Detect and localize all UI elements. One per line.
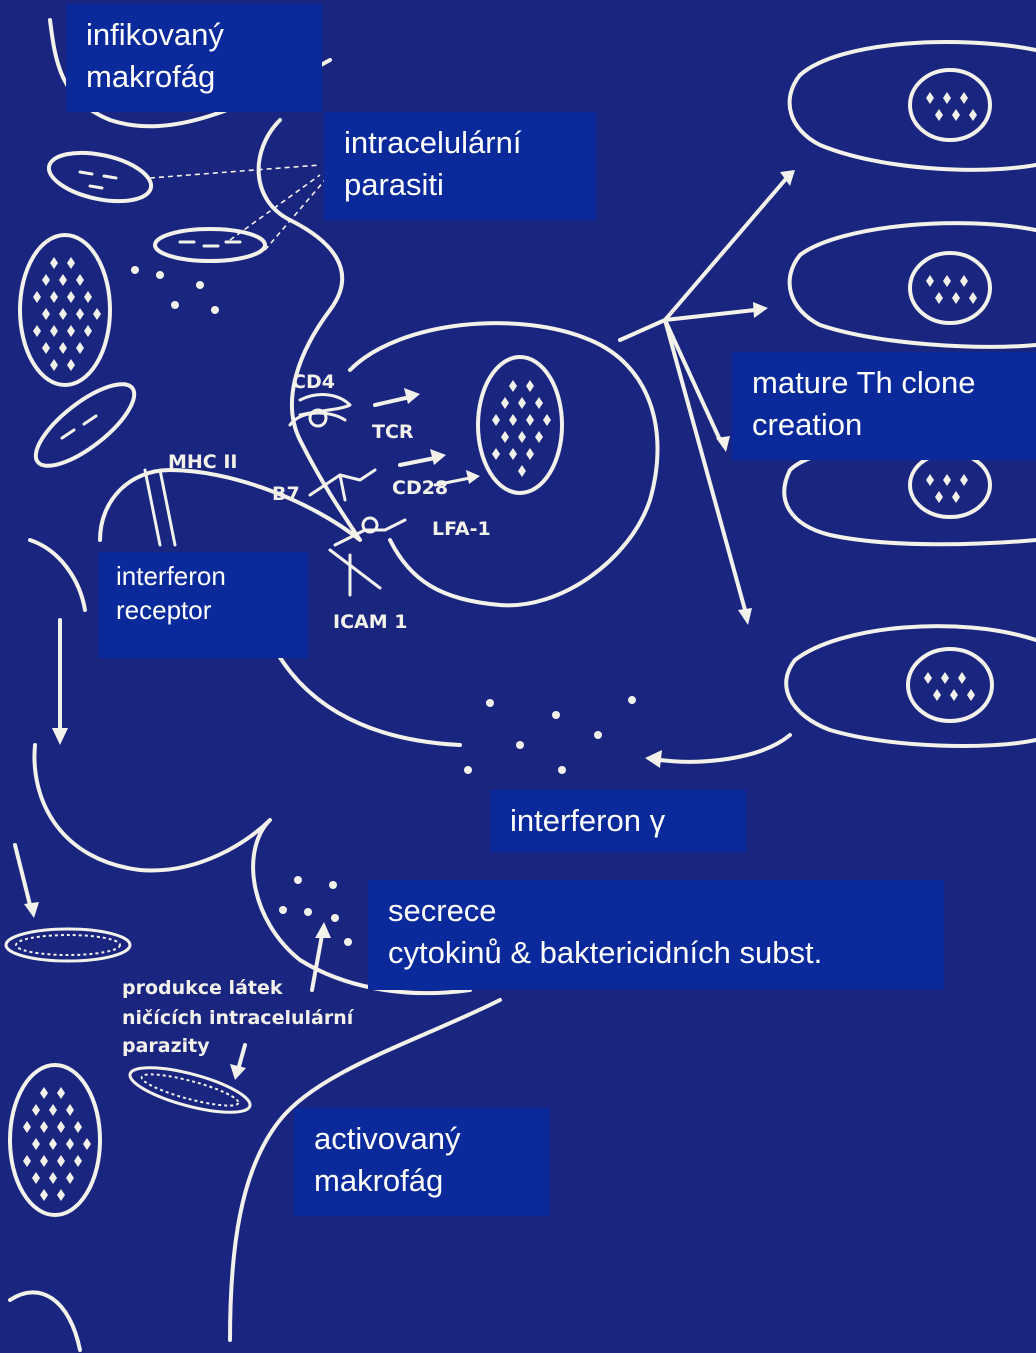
label-activated-macrophage: activovaný makrofág	[294, 1108, 550, 1216]
bottom-left-membrane	[10, 1292, 80, 1350]
annotation-line-2: ničících intracelulární	[122, 1007, 355, 1029]
interferon-gamma-molecules	[464, 696, 636, 774]
vesicle-2	[155, 229, 265, 261]
interferon-arrow	[660, 735, 790, 762]
label-lfa1: LFA-1	[432, 518, 491, 540]
label-interferon-receptor: interferon receptor	[98, 552, 308, 658]
label-cd4: CD4	[292, 371, 335, 393]
label-cd28: CD28	[392, 477, 448, 499]
th-clone-cell-1	[790, 42, 1036, 170]
macrophage-nucleus-1	[20, 235, 110, 385]
th-clone-cell-2	[790, 223, 1036, 347]
label-mhc2: MHC II	[168, 451, 238, 473]
destroyed-vesicle-1	[6, 929, 130, 961]
macrophage-lower-membrane	[30, 540, 85, 610]
infected-macrophage-body	[100, 120, 360, 540]
th-clone-cell-4	[786, 626, 1036, 746]
label-tcr: TCR	[372, 421, 414, 443]
annotation-line-3: parazity	[122, 1035, 210, 1057]
parasite-dots	[131, 266, 219, 314]
vesicle-1	[45, 145, 156, 210]
t-cell-nucleus	[478, 357, 562, 493]
secretion-dots	[279, 876, 352, 946]
label-interferon-gamma: interferon γ	[490, 790, 746, 852]
label-mature-th-clone: mature Th clone creation	[732, 352, 1036, 460]
macrophage-nucleus-2	[10, 1065, 100, 1215]
label-intracellular-parasites: intracelulární parasiti	[324, 112, 596, 220]
label-infected-macrophage: infikovaný makrofág	[66, 4, 322, 112]
label-icam1: ICAM 1	[333, 611, 407, 633]
label-secretion: secrece cytokinů & baktericidních subst.	[368, 880, 944, 990]
label-b7: B7	[272, 483, 300, 505]
vesicle-3	[24, 371, 146, 480]
annotation-line-1: produkce látek	[122, 977, 283, 999]
